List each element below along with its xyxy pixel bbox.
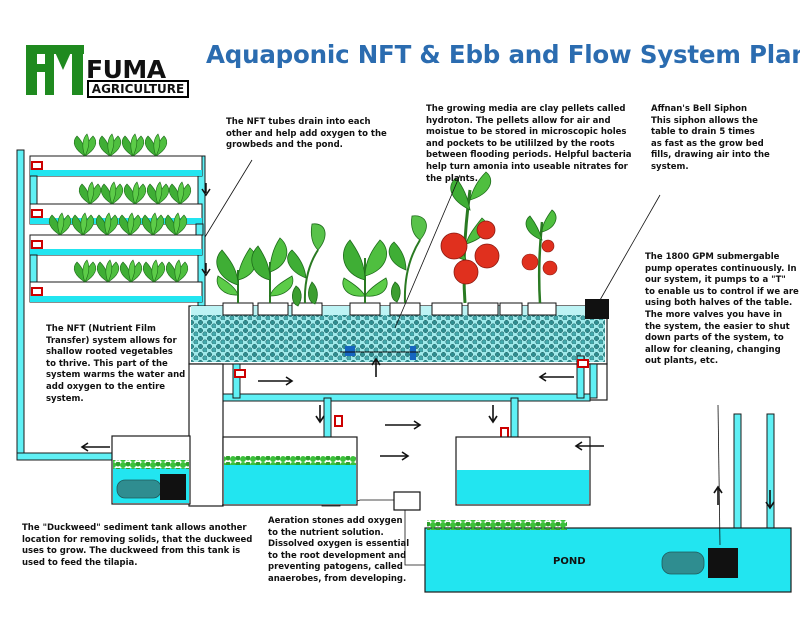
note-nft-tubes: The NFT tubes drain into each other and …	[226, 117, 387, 151]
page-title: Aquaponic NFT & Ebb and Flow System Plan	[206, 40, 800, 69]
settling-tank	[455, 436, 591, 506]
plumbing	[16, 355, 775, 568]
logo-subtitle: AGRICULTURE	[87, 80, 189, 98]
note-bell-siphon: Affnan's Bell Siphon This siphon allows …	[651, 104, 770, 172]
nft-tower	[16, 133, 211, 461]
pond	[424, 520, 792, 593]
callout-lines	[204, 159, 721, 546]
note-nft-system: The NFT (Nutrient Film Transfer) system …	[46, 324, 186, 404]
note-duckweed: The "Duckweed" sediment tank allows anot…	[22, 523, 253, 568]
duckweed-tank	[111, 435, 191, 505]
sump-tank	[222, 436, 358, 506]
note-pump: The 1800 GPM submergable pump operates c…	[645, 252, 799, 367]
fuma-logo-icon	[26, 45, 84, 95]
pond-label: POND	[553, 556, 586, 567]
flow-arrows	[80, 357, 775, 510]
logo-name: FUMA	[86, 55, 166, 84]
note-growing-media: The growing media are clay pellets calle…	[426, 104, 632, 184]
note-aeration: Aeration stones add oxygen to the nutrie…	[268, 516, 410, 584]
grow-bed-plants	[216, 171, 558, 307]
grow-bed	[188, 299, 609, 507]
